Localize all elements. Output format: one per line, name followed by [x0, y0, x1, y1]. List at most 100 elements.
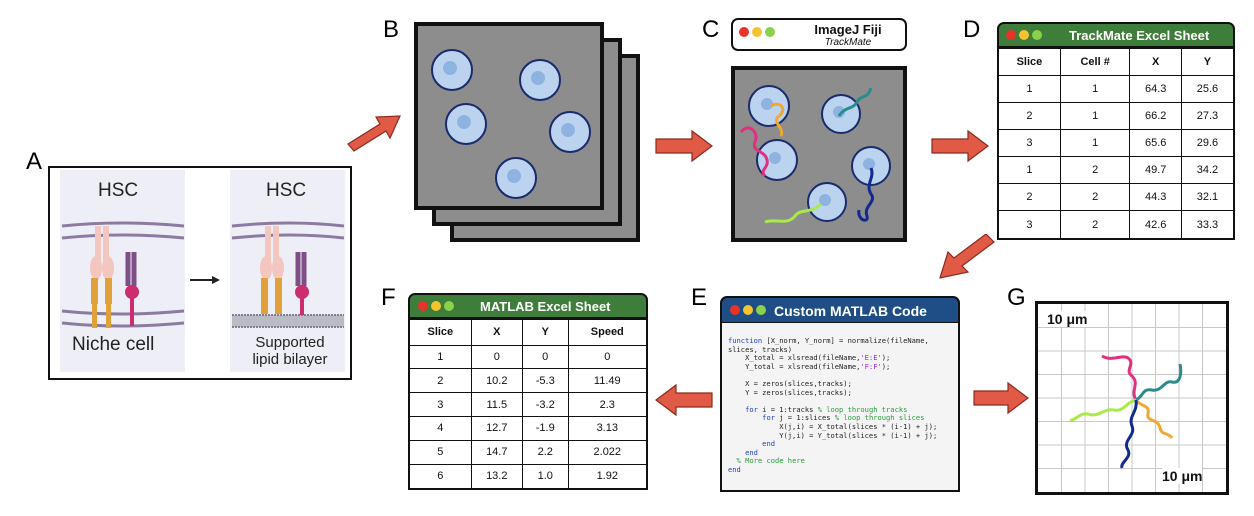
- cell: 3: [997, 128, 1061, 157]
- cell: 4: [408, 416, 472, 441]
- col-header: X: [470, 318, 523, 346]
- cell: 13.2: [470, 463, 523, 490]
- membrane-receptor-illustration: [61, 221, 345, 328]
- cell: 0: [470, 344, 523, 370]
- track-navy: [857, 167, 874, 222]
- panel-letter-e: E: [691, 284, 708, 311]
- niche-cell-label: Niche cell: [72, 334, 155, 355]
- cell: 29.6: [1180, 128, 1235, 157]
- trackmate-sheet-title: TrackMate Excel Sheet: [1069, 28, 1210, 43]
- cell: 2: [997, 183, 1061, 212]
- track-orange: [770, 102, 785, 137]
- cell: 12.7: [470, 416, 523, 441]
- lipid-bilayer-shape: [232, 314, 344, 328]
- norm-track-pink: [1101, 354, 1138, 401]
- tracks-plot-canvas: [1038, 304, 1226, 492]
- cell: 44.3: [1129, 183, 1182, 212]
- cell: 33.3: [1180, 210, 1235, 240]
- cell: 1: [1059, 74, 1131, 103]
- cell: 49.7: [1129, 155, 1182, 185]
- ligand-left: [125, 252, 139, 326]
- tracking-image: [731, 66, 907, 242]
- normalized-tracks-plot: 10 μm 10 μm: [1035, 301, 1229, 495]
- transition-arrow: [190, 276, 220, 284]
- plot-grid: [1038, 304, 1226, 492]
- cell: 1: [997, 74, 1061, 103]
- col-header: X: [1129, 47, 1182, 76]
- lipid-label-line2: lipid bilayer: [252, 351, 328, 368]
- trackmate-sheet-titlebar: TrackMate Excel Sheet: [997, 22, 1235, 48]
- track-teal: [837, 87, 873, 117]
- track-pink: [739, 126, 769, 178]
- norm-track-teal: [1135, 363, 1183, 402]
- stack-cells: [431, 49, 591, 199]
- stack-slide-front: [414, 22, 604, 210]
- panel-letter-d: D: [963, 16, 981, 43]
- cell: 2: [1059, 183, 1131, 212]
- cell: 2.3: [567, 392, 648, 418]
- cell: 1: [1059, 101, 1131, 130]
- matlab-code-title: Custom MATLAB Code: [774, 303, 927, 319]
- cell: 3.13: [567, 416, 648, 441]
- cell: 64.3: [1129, 74, 1182, 103]
- cell: 1: [997, 155, 1061, 185]
- imagej-title: ImageJ Fiji: [814, 22, 882, 37]
- hsc-membrane-left: [61, 221, 185, 328]
- arrow-c-to-d: [931, 129, 989, 163]
- trackmate-subtitle: TrackMate: [824, 37, 872, 48]
- cell: -5.3: [521, 368, 569, 394]
- cell: 42.6: [1129, 210, 1182, 240]
- cell: 25.6: [1180, 74, 1235, 103]
- panel-letter-f: F: [381, 284, 396, 311]
- cell: 0: [567, 344, 648, 370]
- col-header: Y: [1180, 47, 1235, 76]
- tracked-cells: [739, 85, 891, 224]
- col-header: Slice: [408, 318, 472, 346]
- cell: 3: [408, 392, 472, 418]
- arrow-a-to-b: [347, 115, 401, 152]
- col-header: Speed: [567, 318, 648, 346]
- cell: 2: [1059, 210, 1131, 240]
- cell: 1.92: [567, 463, 648, 490]
- cell: 5: [408, 439, 472, 465]
- track-lime: [764, 202, 823, 224]
- cell: 66.2: [1129, 101, 1182, 130]
- panel-letter-b: B: [383, 16, 400, 43]
- cell: 27.3: [1180, 101, 1235, 130]
- cell: 2.2: [521, 439, 569, 465]
- close-dot-icon: [739, 27, 749, 37]
- hsc-membrane-right: [231, 221, 345, 240]
- cell: 2: [997, 101, 1061, 130]
- imagej-window-bar: ImageJ Fiji TrackMate: [731, 18, 907, 51]
- col-header: Y: [521, 318, 569, 346]
- hsc-niche-region: [60, 170, 185, 372]
- col-header: Slice: [997, 47, 1061, 76]
- norm-track-orange: [1134, 398, 1174, 439]
- lipid-label-line1: Supported: [255, 334, 325, 351]
- lipid-bilayer-label: Supported lipid bilayer: [240, 334, 340, 368]
- minimize-dot-icon: [431, 301, 441, 311]
- cell: 32.1: [1180, 183, 1235, 212]
- panel-a-schematic: HSC HSC: [48, 166, 352, 380]
- norm-track-lime: [1069, 398, 1137, 422]
- minimize-dot-icon: [743, 305, 753, 315]
- cell: 11.5: [470, 392, 523, 418]
- arrow-e-to-g: [973, 381, 1029, 415]
- scale-label-top: 10 μm: [1047, 311, 1088, 327]
- matlab-code-titlebar: Custom MATLAB Code: [720, 296, 960, 324]
- norm-track-navy: [1120, 399, 1138, 469]
- cell: 2.022: [567, 439, 648, 465]
- maximize-dot-icon: [444, 301, 454, 311]
- cell: 14.7: [470, 439, 523, 465]
